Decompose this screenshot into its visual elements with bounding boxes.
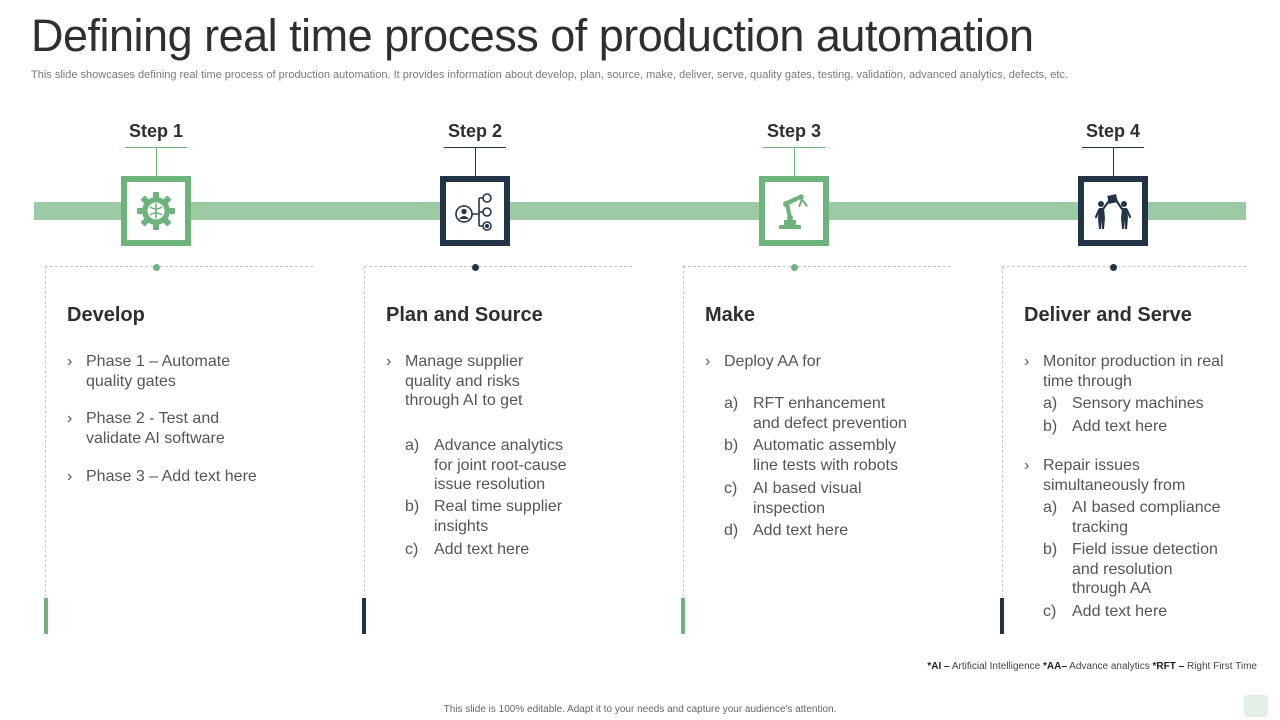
sub-text: Add text here: [753, 522, 849, 539]
step-label: Step 3: [766, 121, 822, 141]
step-icon-box: [759, 176, 829, 246]
sub-text: line tests with robots: [753, 456, 898, 474]
sub-text: and defect prevention: [753, 414, 907, 432]
sub-text: Add text here: [434, 541, 530, 558]
sub-text: insights: [434, 517, 489, 535]
person-network-icon: [455, 193, 492, 231]
card-outline: [683, 266, 951, 632]
card-accent-bar: [362, 598, 366, 634]
card-title: Develop: [67, 304, 145, 326]
sub-marker: a): [1043, 395, 1058, 412]
bullet-text: Repair issues: [1043, 457, 1140, 474]
bullet-text: Monitor production in real: [1043, 353, 1224, 370]
bullet-marker: ›: [386, 353, 392, 370]
gear-brain-icon: [137, 192, 175, 230]
sub-marker: b): [1043, 541, 1058, 558]
editable-footer-note: This slide is 100% editable. Adapt it to…: [443, 704, 837, 715]
sub-text: AI based visual: [753, 480, 862, 497]
sub-text: RFT enhancement: [753, 395, 886, 412]
footnote-text: Right First Time: [1184, 661, 1257, 672]
sub-text: issue resolution: [434, 476, 546, 493]
page-subtitle: This slide showcases defining real time …: [31, 69, 1069, 81]
sub-text: Advance analytics: [434, 437, 563, 454]
bullet-text: Manage supplier: [405, 353, 524, 370]
step-icon-box: [1078, 176, 1148, 246]
bullet-marker: ›: [1024, 353, 1030, 370]
footnote-text: Artificial Intelligence: [949, 661, 1044, 672]
card-connector-dot: [791, 264, 798, 271]
bullet-text: quality and risks: [405, 372, 520, 390]
sub-text: inspection: [753, 499, 826, 517]
sub-text: for joint root-cause: [434, 456, 567, 474]
footnote-abbr: *AA–: [1043, 661, 1067, 672]
bullet-text: quality gates: [86, 372, 176, 390]
abbreviation-footnote: *AI – Artificial Intelligence *AA– Advan…: [927, 661, 1257, 672]
bullet-text: validate AI software: [86, 429, 225, 447]
sub-marker: c): [724, 480, 738, 497]
bullet-marker: ›: [705, 353, 711, 370]
sub-text: Real time supplier: [434, 498, 563, 515]
sub-text: Add text here: [1072, 418, 1168, 435]
card-accent-bar: [681, 598, 685, 634]
sub-marker: b): [405, 498, 420, 515]
step-stem: [794, 147, 795, 176]
bullet-text: through AI to get: [405, 392, 523, 409]
sub-marker: b): [1043, 418, 1058, 435]
corner-badge: [1244, 695, 1268, 717]
card-accent-bar: [1000, 598, 1004, 634]
people-lifting-box-icon: [1094, 194, 1132, 229]
step-label: Step 4: [1085, 121, 1141, 141]
sub-text: Field issue detection: [1072, 541, 1218, 558]
sub-text: Sensory machines: [1072, 395, 1204, 412]
sub-text: Automatic assembly: [753, 437, 897, 454]
card-connector-dot: [153, 264, 160, 271]
footnote-text: Advance analytics: [1066, 661, 1153, 672]
sub-text: tracking: [1072, 518, 1129, 536]
card-title: Deliver and Serve: [1024, 304, 1192, 326]
bullet-text: Phase 2 - Test and: [86, 410, 220, 427]
timeline-bar: [34, 202, 1246, 220]
bullet-text: Phase 3 – Add text here: [86, 468, 257, 485]
step-label: Step 1: [128, 121, 184, 141]
card-connector-dot: [1110, 264, 1117, 271]
step-label: Step 2: [447, 121, 503, 141]
sub-marker: c): [405, 541, 419, 558]
sub-marker: a): [724, 395, 739, 412]
robot-arm-icon: [779, 194, 808, 229]
footnote-abbr: *RFT –: [1152, 661, 1185, 672]
card-title: Make: [705, 304, 756, 326]
sub-marker: a): [1043, 499, 1058, 516]
bullet-marker: ›: [67, 353, 73, 370]
card-connector-dot: [472, 264, 479, 271]
sub-text: through AA: [1072, 580, 1152, 597]
step-stem: [475, 147, 476, 176]
bullet-marker: ›: [1024, 457, 1030, 474]
page-title: Defining real time process of production…: [31, 10, 1034, 61]
bullet-text: Phase 1 – Automate: [86, 353, 231, 370]
sub-marker: a): [405, 437, 420, 454]
step-stem: [156, 147, 157, 176]
step-icon-box: [121, 176, 191, 246]
step-stem: [1113, 147, 1114, 176]
step-icon-box: [440, 176, 510, 246]
bullet-text: Deploy AA for: [724, 353, 821, 370]
sub-text: and resolution: [1072, 560, 1173, 578]
sub-marker: d): [724, 522, 739, 539]
sub-text: AI based compliance: [1072, 499, 1221, 516]
card-title: Plan and Source: [386, 304, 543, 326]
bullet-marker: ›: [67, 410, 73, 427]
footnote-abbr: *AI –: [927, 661, 950, 672]
card-outline: [1002, 266, 1246, 632]
sub-marker: c): [1043, 603, 1057, 620]
bullet-text: time through: [1043, 372, 1132, 390]
sub-text: Add text here: [1072, 603, 1168, 620]
bullet-marker: ›: [67, 468, 73, 485]
card-outline: [364, 266, 632, 632]
card-accent-bar: [44, 598, 48, 634]
bullet-text: simultaneously from: [1043, 476, 1186, 494]
sub-marker: b): [724, 437, 739, 454]
card-outline: [45, 266, 313, 632]
